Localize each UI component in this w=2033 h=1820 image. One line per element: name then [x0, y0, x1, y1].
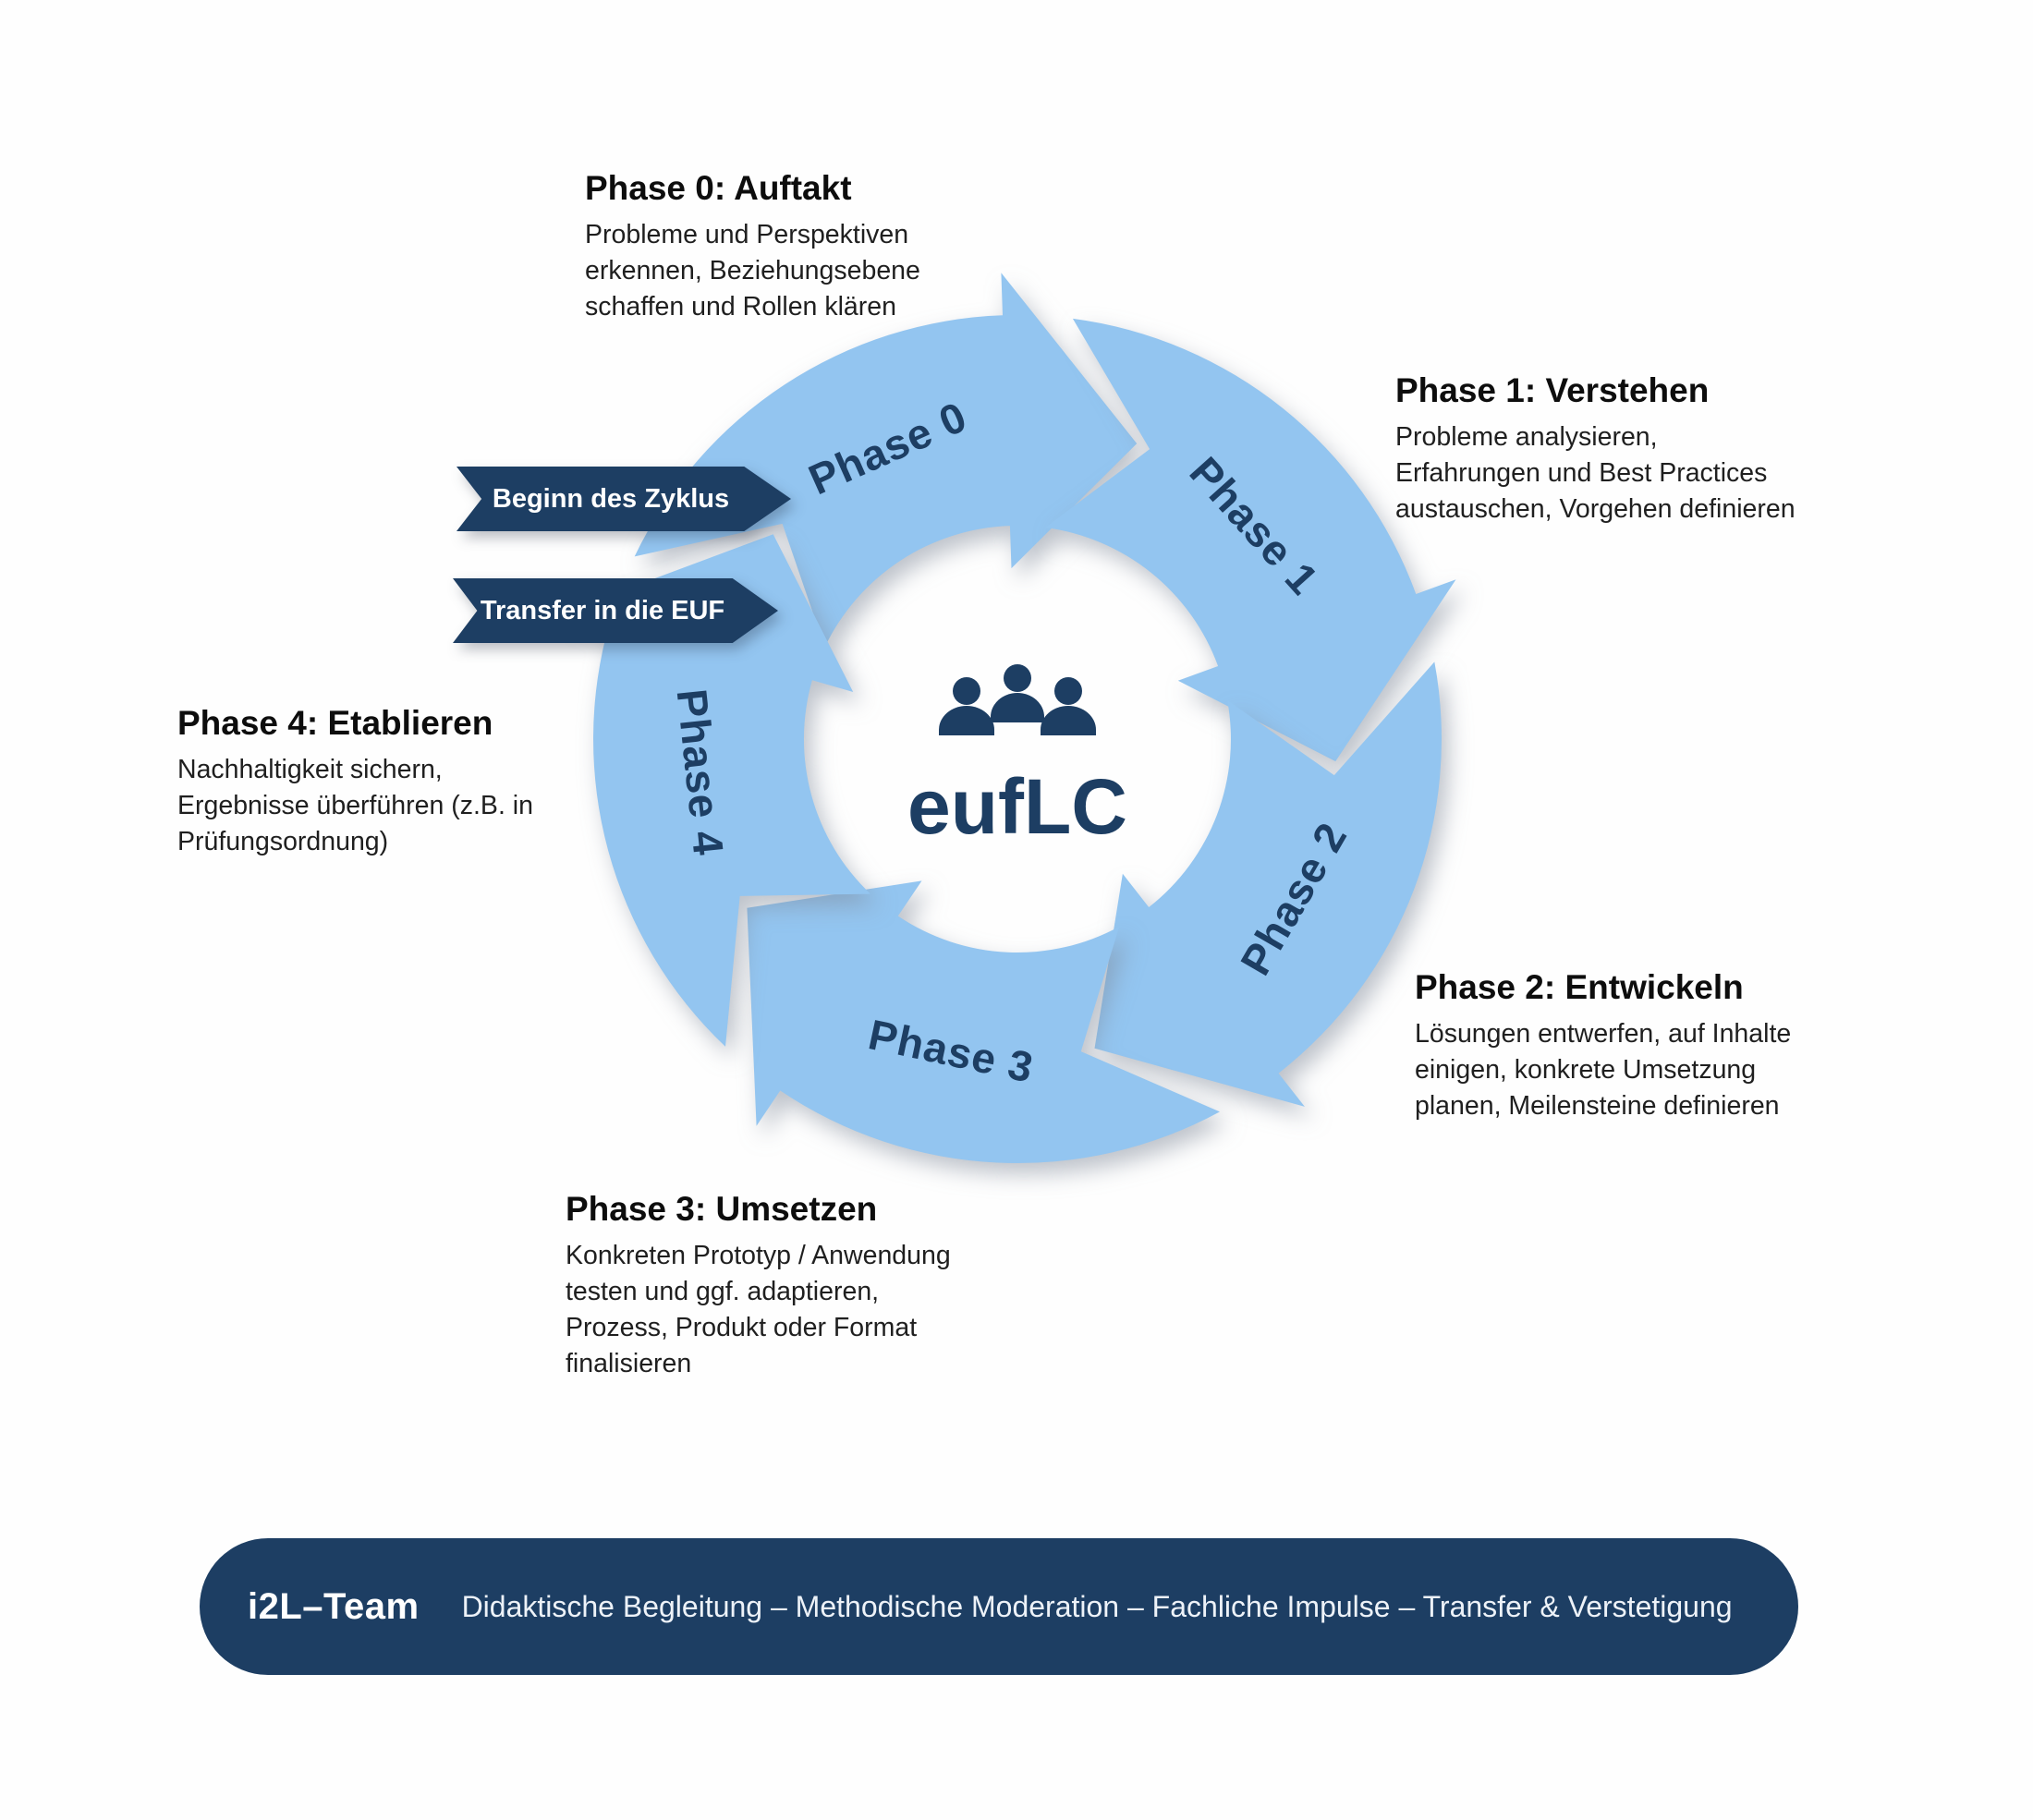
banner-transfer-in-die-euf: Transfer in die EUF	[453, 578, 778, 643]
banner-label: Beginn des Zyklus	[492, 483, 730, 514]
phase-0-note: Phase 0: Auftakt Probleme und Perspektiv…	[585, 169, 1102, 325]
person-left-head-icon	[953, 677, 980, 705]
person-center-body-icon	[991, 693, 1044, 722]
phase-4-description: Nachhaltigkeit sichern, Ergebnisse überf…	[177, 755, 533, 856]
phase-3-title: Phase 3: Umsetzen	[566, 1190, 878, 1228]
phase-2-description: Lösungen entwerfen, auf Inhalte einigen,…	[1415, 1019, 1792, 1121]
phase-3-description: Konkreten Prototyp / Anwendung testen un…	[566, 1241, 951, 1378]
phase-0-description: Probleme und Perspektiven erkennen, Bezi…	[585, 220, 920, 322]
phase-2-note: Phase 2: Entwickeln Lösungen entwerfen, …	[1415, 968, 1988, 1124]
phase-1-note: Phase 1: Verstehen Probleme analysieren,…	[1395, 371, 1968, 528]
cycle-arrow-phase-0	[634, 273, 1138, 648]
footer-bar: i2L–Team Didaktische Begleitung – Method…	[200, 1538, 1798, 1675]
cycle-arrow-phase-4	[568, 534, 870, 1047]
phase-4-title: Phase 4: Etablieren	[177, 704, 493, 742]
phase-3-note: Phase 3: Umsetzen Konkreten Prototyp / A…	[566, 1190, 1083, 1382]
banner-beginn-des-zyklus: Beginn des Zyklus	[457, 467, 791, 531]
cycle-arrow-phase-2	[1094, 661, 1442, 1107]
phase-1-title: Phase 1: Verstehen	[1395, 371, 1710, 409]
banner-ribbon-shape: Beginn des Zyklus	[457, 467, 791, 531]
phase-1-description: Probleme analysieren, Erfahrungen und Be…	[1395, 422, 1796, 524]
person-left-body-icon	[939, 706, 994, 735]
phase-0-title: Phase 0: Auftakt	[585, 169, 852, 207]
footer-description: Didaktische Begleitung – Methodische Mod…	[461, 1589, 1733, 1623]
banner-label: Transfer in die EUF	[480, 595, 725, 625]
banner-ribbon-shape: Transfer in die EUF	[453, 578, 778, 643]
person-right-head-icon	[1054, 677, 1082, 705]
center-logo-text: eufLC	[907, 763, 1127, 850]
person-right-body-icon	[1041, 706, 1096, 735]
cycle-arrow-phase-3	[747, 880, 1220, 1164]
footer-team-label: i2L–Team	[248, 1585, 420, 1627]
person-center-head-icon	[1004, 664, 1031, 692]
people-group-icon	[939, 664, 1096, 735]
phase-2-title: Phase 2: Entwickeln	[1415, 968, 1744, 1006]
cycle-arrow-phase-1	[1045, 318, 1456, 762]
phase-4-note: Phase 4: Etablieren Nachhaltigkeit siche…	[177, 704, 658, 860]
